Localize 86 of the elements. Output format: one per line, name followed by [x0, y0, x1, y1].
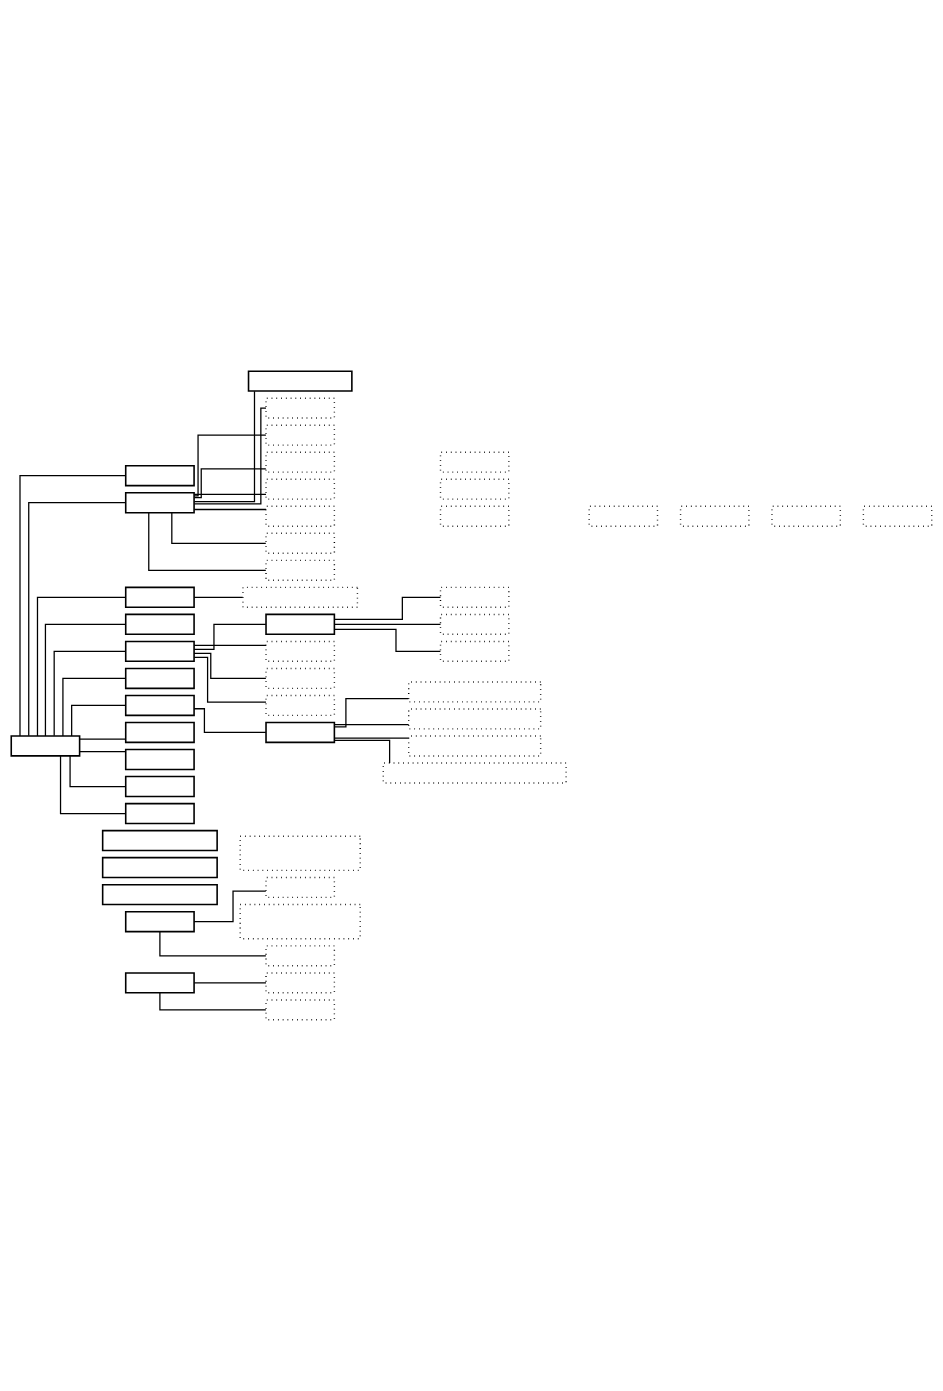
node-box	[408, 681, 542, 703]
connector	[333, 698, 410, 728]
connector	[193, 493, 267, 496]
node-box	[265, 397, 336, 419]
node-box	[247, 370, 353, 392]
node-box	[124, 464, 195, 487]
connector	[333, 739, 391, 764]
connector	[193, 644, 267, 647]
connector	[193, 468, 267, 499]
node-box	[265, 972, 336, 994]
node-box	[10, 735, 81, 757]
node-box	[265, 505, 336, 527]
node-box	[439, 640, 510, 663]
connector	[193, 656, 267, 703]
node-box	[124, 492, 195, 514]
node-box	[265, 478, 336, 500]
node-box	[439, 586, 510, 608]
connector	[193, 623, 267, 651]
node-box	[124, 613, 195, 636]
connector	[193, 890, 267, 923]
connector	[71, 704, 127, 737]
node-box	[124, 721, 195, 744]
connector	[79, 738, 127, 740]
connector	[333, 596, 442, 621]
node-box	[124, 640, 195, 663]
node-box	[265, 721, 336, 744]
connector	[193, 390, 256, 503]
connector	[193, 508, 267, 511]
node-box	[124, 972, 195, 994]
node-box	[265, 945, 336, 967]
node-box	[265, 694, 336, 717]
node-box	[265, 613, 336, 636]
node-box	[439, 505, 510, 527]
connector	[79, 751, 127, 753]
connector	[44, 623, 127, 737]
node-box	[439, 451, 510, 473]
node-box	[265, 532, 336, 554]
connector	[62, 677, 127, 737]
connector	[193, 407, 267, 505]
connector	[193, 596, 244, 598]
connector	[333, 628, 442, 652]
connector	[19, 475, 127, 737]
node-box	[124, 775, 195, 798]
node-box	[101, 883, 218, 906]
node-box	[239, 903, 361, 940]
node-box	[862, 505, 933, 527]
connector	[59, 755, 127, 815]
connector	[193, 708, 267, 734]
connector	[333, 724, 410, 726]
node-box	[265, 640, 336, 663]
connector	[28, 502, 127, 737]
node-box	[265, 667, 336, 690]
node-box	[382, 762, 567, 784]
connector	[171, 512, 267, 544]
node-box	[771, 505, 842, 527]
connector	[36, 596, 127, 737]
connector	[193, 982, 267, 984]
node-box	[265, 451, 336, 473]
connector	[159, 931, 267, 957]
node-box	[242, 586, 359, 608]
node-box	[101, 856, 218, 879]
node-box	[588, 505, 659, 527]
node-box	[124, 667, 195, 690]
connector	[69, 755, 127, 788]
node-box	[124, 586, 195, 609]
node-box	[101, 829, 218, 852]
connector	[333, 623, 442, 625]
node-box	[408, 735, 542, 757]
node-box	[124, 802, 195, 825]
connector	[333, 737, 410, 739]
node-box	[124, 748, 195, 771]
node-box	[439, 613, 510, 635]
node-box	[265, 559, 336, 581]
connector	[193, 434, 267, 497]
node-box	[439, 478, 510, 500]
node-box	[124, 910, 195, 933]
connector	[193, 652, 267, 680]
node-box	[265, 424, 336, 446]
connector	[148, 512, 267, 571]
node-box	[265, 999, 336, 1021]
node-box	[265, 876, 336, 899]
node-box	[124, 694, 195, 717]
connector	[53, 650, 127, 737]
node-box	[239, 835, 361, 872]
node-box	[408, 708, 542, 730]
node-box	[679, 505, 750, 527]
